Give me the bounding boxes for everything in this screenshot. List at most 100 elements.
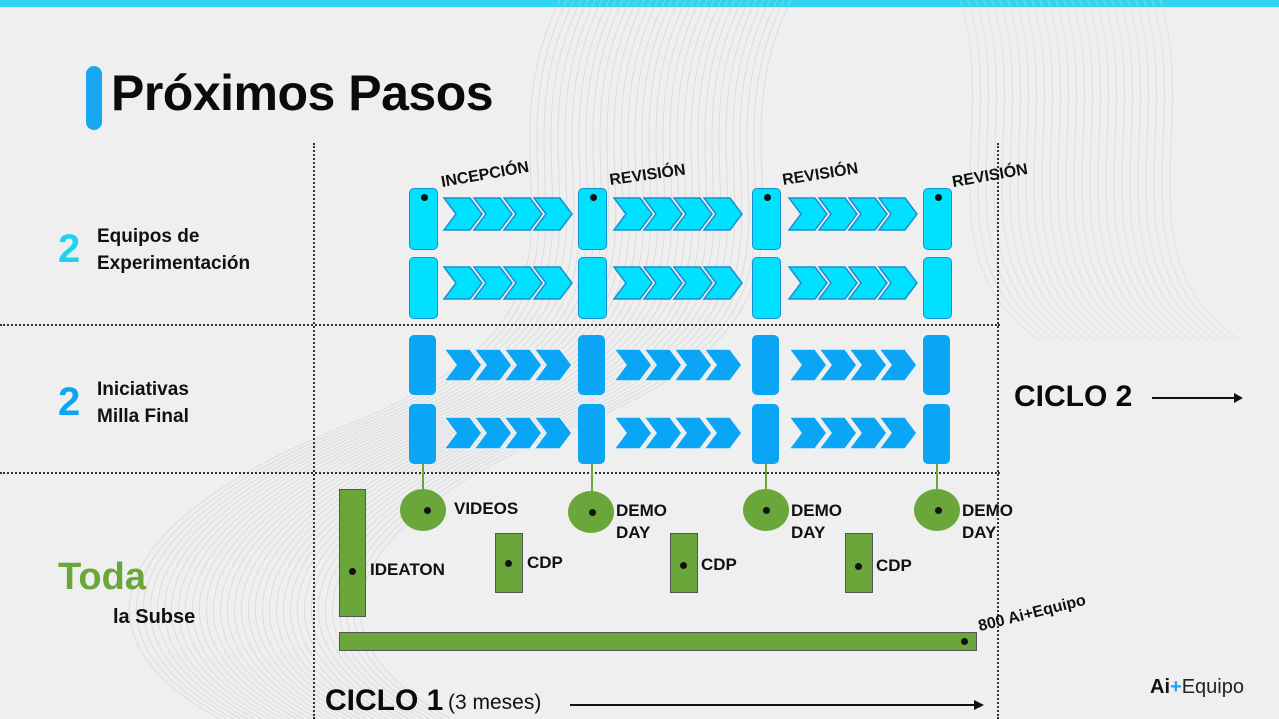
cdp-3-label: CDP [876, 556, 912, 575]
chevron-arrow-milla-final-1-3-4 [877, 348, 918, 382]
background-contour-line [170, 0, 603, 719]
brand-plus: + [1170, 676, 1182, 698]
experimentation-label-line1: Equipos de [97, 226, 200, 247]
milestone-dot-4 [935, 194, 942, 201]
videos-marker-dot [424, 507, 431, 514]
chevron-arrow-milla-final-1-2-4 [702, 348, 743, 382]
ciclo-1-duration: (3 meses) [448, 691, 542, 714]
chevron-arrow-experimentation-1-1-2 [472, 197, 513, 231]
chevron-arrow-experimentation-2-3-3 [847, 266, 888, 300]
demo-day-1-marker [568, 491, 614, 533]
background-contour-line [142, 0, 575, 719]
cdp-1-label: CDP [527, 553, 563, 572]
background-contour-line [135, 0, 568, 719]
brand-equipo: Equipo [1181, 676, 1244, 698]
chevron-arrow-experimentation-2-2-1 [612, 266, 653, 300]
chevron-arrow-experimentation-2-1-4 [532, 266, 573, 300]
chevron-arrow-experimentation-1-2-1 [612, 197, 653, 231]
background-contour-line [975, 0, 1057, 341]
chevron-arrow-milla-final-1-3-3 [847, 348, 888, 382]
background-contour-line [1111, 0, 1193, 341]
community-bar [339, 632, 977, 651]
chevron-arrow-experimentation-2-1-3 [502, 266, 543, 300]
chevron-arrow-experimentation-1-1-1 [442, 197, 483, 231]
background-contour-line [1063, 0, 1145, 341]
chevron-arrow-experimentation-1-3-1 [787, 197, 828, 231]
milestone-post-milla-final-2-4 [923, 404, 950, 464]
chevron-arrow-experimentation-2-3-1 [787, 266, 828, 300]
chevron-arrow-experimentation-2-3-2 [817, 266, 858, 300]
milla-final-label-line1: Iniciativas [97, 379, 189, 400]
demo-day-2-marker-dot [763, 507, 770, 514]
background-contour-line [212, 0, 645, 719]
chevron-arrow-experimentation-2-2-2 [642, 266, 683, 300]
milestone-post-experimentation-1-3 [752, 188, 781, 250]
background-contour-line [1079, 0, 1161, 341]
experimentation-label-line2: Experimentación [97, 253, 251, 274]
demo-day-3-label-line2: DAY [962, 523, 997, 542]
chevron-arrow-milla-final-2-2-3 [672, 416, 713, 450]
background-contour-line [128, 0, 561, 719]
grid-divider-horizontal-1 [0, 324, 1000, 326]
background-contour-line [1151, 0, 1233, 341]
milestone-dot-3 [764, 194, 771, 201]
background-contour-line [156, 0, 589, 719]
chevron-arrow-milla-final-2-3-1 [787, 416, 828, 450]
chevron-arrow-milla-final-1-2-1 [612, 348, 653, 382]
background-contour-line [967, 0, 1049, 341]
demo-day-1-label: DEMO DAY [616, 500, 667, 544]
chevron-arrow-milla-final-1-1-3 [502, 348, 543, 382]
background-contour-line [983, 0, 1065, 341]
demo-day-3-label-line1: DEMO [962, 501, 1013, 520]
background-contour-line [1031, 0, 1113, 341]
cdp-1-dot [505, 560, 512, 567]
chevron-arrow-experimentation-1-1-4 [532, 197, 573, 231]
chevron-arrow-experimentation-1-1-3 [502, 197, 543, 231]
background-contour-line [1087, 0, 1169, 341]
chevron-arrow-milla-final-2-2-2 [642, 416, 683, 450]
milla-final-label: Iniciativas Milla Final [97, 376, 189, 430]
demo-day-3-marker [914, 489, 960, 531]
demo-day-1-stem [591, 463, 593, 493]
chevron-arrow-milla-final-1-3-1 [787, 348, 828, 382]
experimentation-label: Equipos de Experimentación [97, 223, 250, 277]
chevron-arrow-milla-final-2-1-3 [502, 416, 543, 450]
milestone-post-experimentation-2-4 [923, 257, 952, 319]
milestone-post-experimentation-2-2 [578, 257, 607, 319]
demo-day-2-label-line1: DEMO [791, 501, 842, 520]
chevron-arrow-milla-final-2-3-4 [877, 416, 918, 450]
chevron-arrow-milla-final-1-2-2 [642, 348, 683, 382]
cdp-1-bar [495, 533, 523, 593]
chevron-arrow-milla-final-1-1-2 [472, 348, 513, 382]
demo-day-3-label: DEMO DAY [962, 500, 1013, 544]
chevron-arrow-milla-final-1-2-3 [672, 348, 713, 382]
chevron-arrow-experimentation-2-2-3 [672, 266, 713, 300]
chevron-arrow-experimentation-1-2-3 [672, 197, 713, 231]
background-contour-line [205, 0, 638, 719]
videos-label: VIDEOS [454, 499, 519, 518]
background-contour-line [149, 0, 582, 719]
chevron-arrow-milla-final-2-2-1 [612, 416, 653, 450]
milestone-post-milla-final-1-2 [578, 335, 605, 395]
demo-day-2-label-line2: DAY [791, 523, 826, 542]
background-contour-line [999, 0, 1081, 341]
demo-day-2-stem [765, 463, 767, 493]
background-contour-line [1047, 0, 1129, 341]
milestone-post-milla-final-2-3 [752, 404, 779, 464]
background-contour-line [1023, 0, 1105, 341]
ideaton-bar [339, 489, 366, 617]
background-contour-line [991, 0, 1073, 341]
chevron-arrow-milla-final-1-1-4 [532, 348, 573, 382]
ciclo-1-arrow [570, 700, 984, 710]
cdp-3-dot [855, 563, 862, 570]
background-contour-line [1015, 0, 1097, 341]
milestone-post-milla-final-1-3 [752, 335, 779, 395]
chevron-arrow-experimentation-1-3-2 [817, 197, 858, 231]
title-accent-bar [86, 66, 102, 130]
chevron-arrow-experimentation-1-3-4 [877, 197, 918, 231]
background-contour-line [1039, 0, 1121, 341]
ciclo-2-label: CICLO 2 [1014, 380, 1133, 413]
background-contour-line [1055, 0, 1137, 341]
demo-day-2-marker [743, 489, 789, 531]
subse-small-label: la Subse [113, 606, 196, 628]
